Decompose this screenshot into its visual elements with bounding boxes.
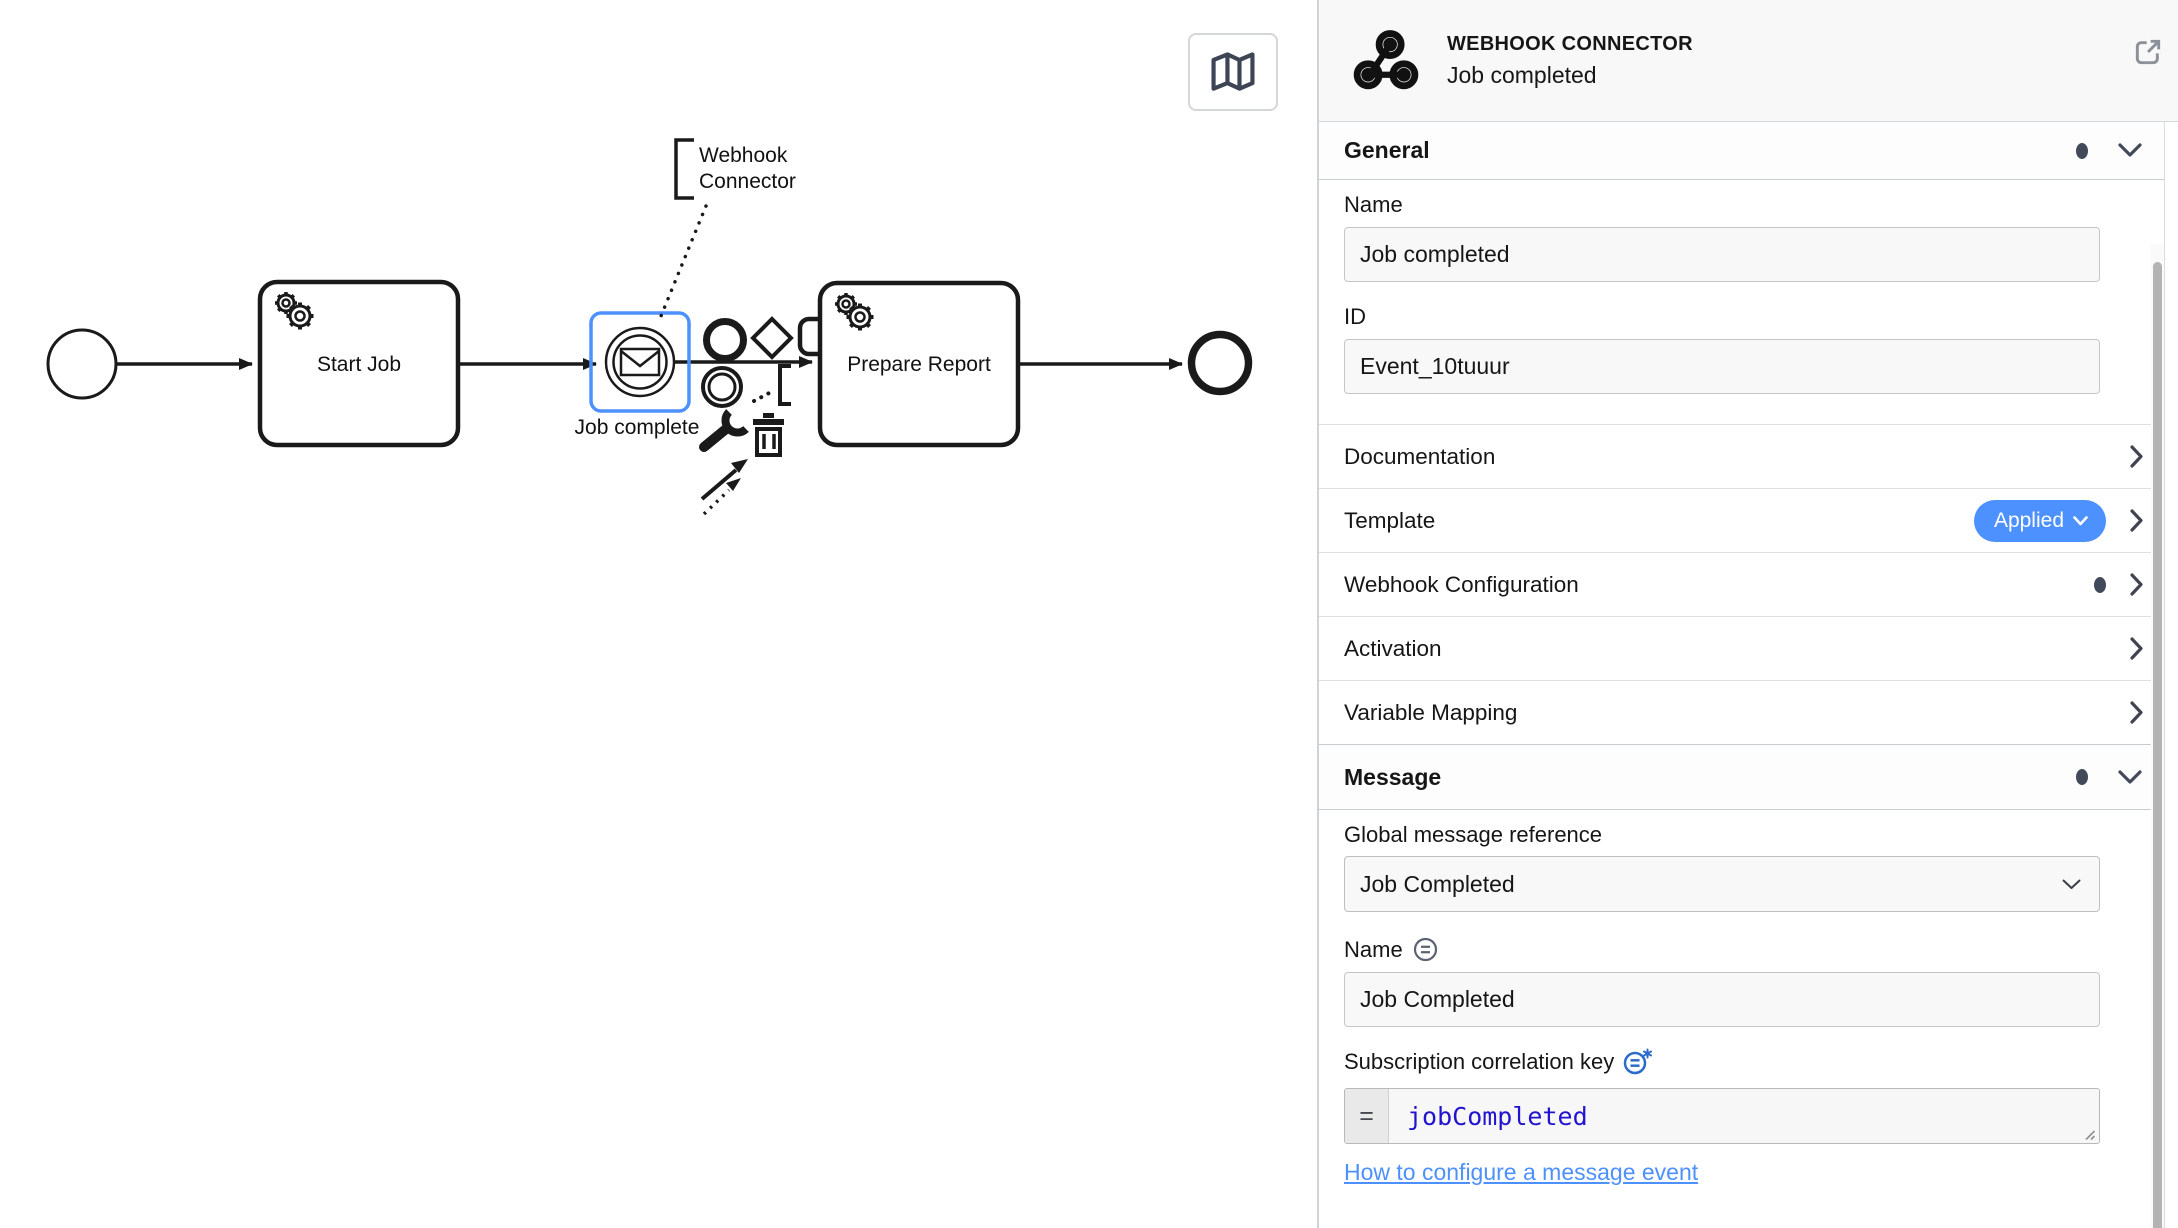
append-text-annotation-icon[interactable] <box>752 364 791 406</box>
chevron-down-icon <box>2062 879 2081 889</box>
connect-icon[interactable] <box>700 459 748 516</box>
section-row-documentation[interactable]: Documentation <box>1319 425 2164 489</box>
group-title: Message <box>1344 763 1442 790</box>
text-annotation-bracket[interactable] <box>674 138 694 200</box>
global-message-reference-label: Global message reference <box>1344 822 1603 847</box>
task-prepare-report[interactable] <box>817 280 1021 448</box>
properties-panel-header: WEBHOOK CONNECTOR Job completed <box>1319 0 2178 122</box>
id-field-label: ID <box>1344 304 1366 329</box>
minimap-toggle-button[interactable] <box>1188 33 1278 111</box>
task-prepare-report-label: Prepare Report <box>847 353 991 376</box>
start-event[interactable] <box>46 328 118 400</box>
section-row-activation[interactable]: Activation <box>1319 617 2164 681</box>
global-message-reference-select[interactable]: Job Completed <box>1344 856 2100 912</box>
section-row-webhook-configuration[interactable]: Webhook Configuration <box>1319 553 2164 617</box>
message-name-input[interactable]: Job Completed <box>1344 972 2100 1027</box>
chevron-down-icon[interactable] <box>2118 769 2142 785</box>
edited-dot-indicator <box>2094 576 2106 593</box>
chevron-right-icon <box>2130 445 2144 468</box>
resize-handle-icon[interactable] <box>2081 1126 2096 1141</box>
correlation-key-feel-editor[interactable]: = jobCompleted <box>1344 1088 2100 1144</box>
subscription-correlation-key-label: Subscription correlation key <box>1344 1048 2164 1076</box>
chevron-right-icon <box>2130 637 2144 660</box>
bpmn-diagram: Start Job Job complete Webhook Connector <box>46 138 1253 516</box>
wrench-icon[interactable] <box>699 409 749 452</box>
general-fields: Name Job completed ID Event_10tuuur <box>1319 180 2164 394</box>
referenced-element-icon <box>1412 936 1439 963</box>
trash-icon[interactable] <box>753 413 784 457</box>
append-intermediate-event-icon[interactable] <box>701 366 743 408</box>
event-label: Job complete <box>575 416 700 439</box>
panel-scroll-area: General Name Job completed ID Event_10tu… <box>1319 122 2165 1228</box>
message-name-label: Name <box>1344 936 2164 963</box>
correlation-key-value[interactable]: jobCompleted <box>1407 1101 1588 1131</box>
map-icon <box>1211 52 1255 91</box>
chevron-right-icon <box>2130 701 2144 724</box>
annotation-line1: Webhook <box>699 144 788 167</box>
external-link-icon[interactable] <box>2132 36 2164 68</box>
help-link[interactable]: How to configure a message event <box>1344 1159 1699 1185</box>
scrollbar-thumb[interactable] <box>2153 262 2162 1228</box>
group-header-general[interactable]: General <box>1319 122 2164 180</box>
feel-expression-icon <box>1623 1048 1653 1076</box>
group-title: General <box>1344 137 1430 163</box>
chevron-down-icon <box>2073 515 2088 525</box>
name-input[interactable]: Job completed <box>1344 227 2100 282</box>
name-field-label: Name <box>1344 192 1403 217</box>
chevron-down-icon[interactable] <box>2118 143 2142 158</box>
annotation-line2: Connector <box>699 170 796 193</box>
message-catch-event[interactable] <box>604 326 676 398</box>
chevron-right-icon <box>2130 573 2144 596</box>
append-gateway-icon[interactable] <box>750 316 794 360</box>
association-dotted-line[interactable] <box>659 204 708 318</box>
diagram-canvas[interactable]: Start Job Job complete Webhook Connector <box>0 0 1317 1228</box>
feel-equals-prefix: = <box>1345 1089 1389 1143</box>
panel-divider[interactable] <box>1317 0 1319 1228</box>
edited-dot-indicator <box>2076 769 2088 785</box>
section-row-template[interactable]: Template Applied <box>1319 489 2164 553</box>
section-row-variable-mapping[interactable]: Variable Mapping <box>1319 681 2164 745</box>
task-start-job-label: Start Job <box>317 353 401 376</box>
webhook-icon <box>1353 29 1419 89</box>
chevron-right-icon <box>2130 509 2144 532</box>
envelope-icon <box>619 347 661 377</box>
edited-dot-indicator <box>2076 142 2088 159</box>
element-type-label: WEBHOOK CONNECTOR <box>1447 32 1693 55</box>
group-header-message[interactable]: Message <box>1319 744 2164 810</box>
properties-panel: WEBHOOK CONNECTOR Job completed General … <box>1319 0 2178 1228</box>
append-end-event-icon[interactable] <box>703 318 747 362</box>
selection-outline <box>589 311 691 413</box>
message-fields: Global message reference Job Completed N… <box>1319 810 2164 1186</box>
template-applied-badge[interactable]: Applied <box>1973 499 2106 542</box>
panel-scrollbar[interactable] <box>2151 244 2164 1228</box>
element-name-label: Job completed <box>1447 61 1597 88</box>
section-rows: Documentation Template Applied <box>1319 424 2164 745</box>
id-input[interactable]: Event_10tuuur <box>1344 339 2100 394</box>
end-event[interactable] <box>1187 330 1253 396</box>
